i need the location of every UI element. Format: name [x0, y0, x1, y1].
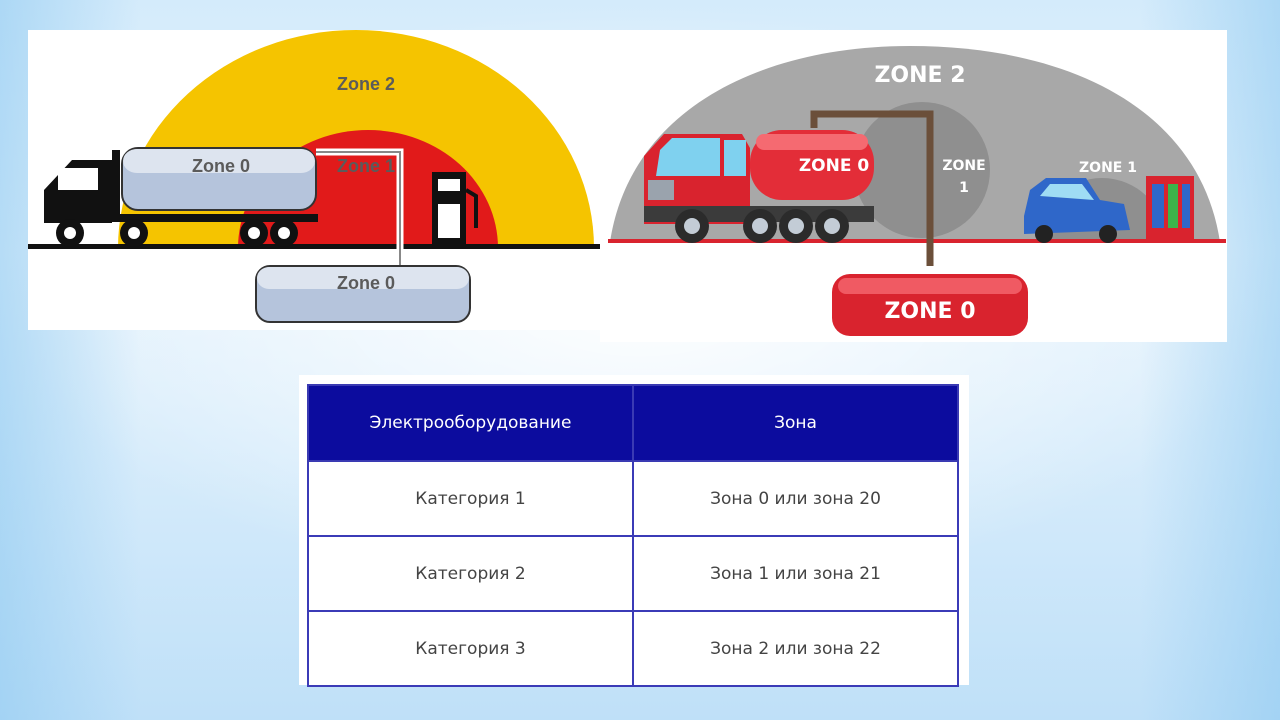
truck-icon [44, 150, 318, 247]
fuel-pump-icon [432, 172, 478, 244]
right-zone-diagram: ZONE 0 ZONE 0 ZONE 2 ZONE 1 ZONE 1 [600, 30, 1227, 342]
underground-tank-highlight [838, 278, 1022, 294]
tanker-truck-icon [644, 130, 874, 243]
equipment-zone-table-card: Электрооборудование Зона Категория 1 Зон… [299, 375, 969, 687]
header-equipment: Электрооборудование [307, 384, 634, 462]
zone-1-label: Zone 1 [337, 156, 395, 176]
zone-2-label: ZONE 2 [874, 63, 965, 88]
car-zone-label: ZONE 1 [1079, 160, 1137, 176]
car-icon [1024, 178, 1130, 243]
ground-line [608, 239, 1226, 243]
table-row: Категория 2 Зона 1 или зона 21 [307, 535, 959, 612]
truck-tank-zone-label: ZONE 0 [799, 156, 870, 176]
zone-cell: Зона 1 или зона 21 [632, 535, 959, 612]
table-row: Категория 1 Зона 0 или зона 20 [307, 460, 959, 537]
pump-zone-circle [854, 102, 990, 238]
category-cell: Категория 2 [307, 535, 634, 612]
underground-tank-zone-label: Zone 0 [337, 273, 395, 293]
equipment-zone-table: Электрооборудование Зона Категория 1 Зон… [307, 384, 959, 687]
ground-line [28, 244, 600, 249]
underground-tank-highlight [257, 267, 469, 289]
left-zone-diagram: Zone 0 Zone 0 Zone 2 Zone 1 [28, 30, 600, 330]
truck-tank-highlight [123, 149, 315, 173]
right-diagram-svg: ZONE 0 ZONE 0 ZONE 2 ZONE 1 ZONE 1 [608, 46, 1226, 336]
pipe-outline [316, 151, 401, 266]
truck-tank-zone-label: Zone 0 [192, 156, 250, 176]
zone-cell: Зона 0 или зона 20 [632, 460, 959, 537]
underground-tank-zone-label: ZONE 0 [884, 299, 975, 324]
pump-zone-label-line-2: 1 [959, 180, 969, 196]
left-diagram-svg: Zone 0 Zone 0 Zone 2 Zone 1 [28, 30, 600, 323]
table-row: Категория 3 Зона 2 или зона 22 [307, 610, 959, 687]
category-cell: Категория 1 [307, 460, 634, 537]
table-header-row: Электрооборудование Зона [307, 384, 959, 462]
header-zone: Зона [632, 384, 959, 462]
fuel-dispenser-icon [1146, 176, 1194, 242]
zone-2-label: Zone 2 [337, 74, 395, 94]
pump-zone-label-line-1: ZONE [942, 158, 985, 174]
pipe [810, 110, 934, 266]
zone-cell: Зона 2 или зона 22 [632, 610, 959, 687]
category-cell: Категория 3 [307, 610, 634, 687]
